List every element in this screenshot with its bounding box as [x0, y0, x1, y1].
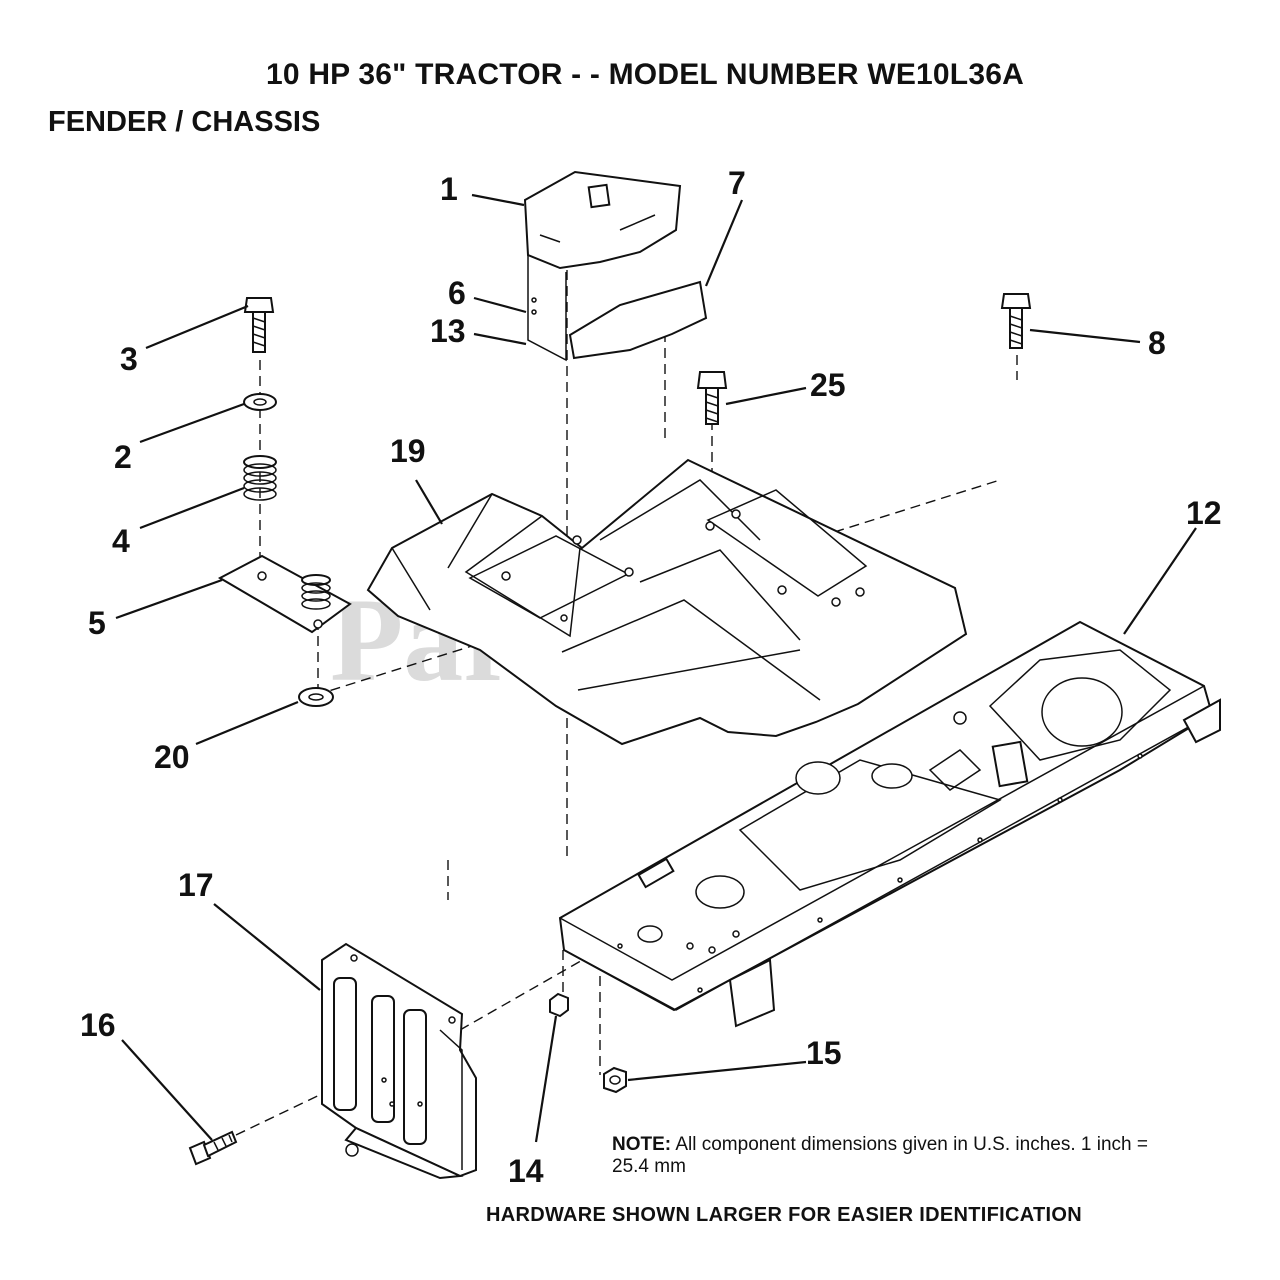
callout-14: 14 [508, 1153, 544, 1189]
nut-part-15 [603, 1066, 627, 1094]
callout-6: 6 [448, 275, 466, 311]
callout-25: 25 [810, 367, 846, 403]
bolt-part-3 [243, 297, 275, 353]
leader-lines [115, 193, 1197, 1143]
bolt-part-25 [696, 371, 728, 425]
hardware-footer: HARDWARE SHOWN LARGER FOR EASIER IDENTIF… [486, 1204, 1082, 1226]
washer-part-20 [298, 687, 334, 707]
callout-13: 13 [430, 313, 466, 349]
callout-2: 2 [114, 439, 132, 475]
callout-7: 7 [728, 165, 746, 201]
washer-part-2 [243, 393, 277, 411]
callout-15: 15 [806, 1035, 842, 1071]
diagram-title: 10 HP 36" TRACTOR - - MODEL NUMBER WE10L… [266, 58, 1024, 91]
callout-1: 1 [440, 171, 458, 207]
decal-part-7 [568, 280, 708, 360]
callout-12: 12 [1186, 495, 1222, 531]
hood-console-part-1 [523, 170, 682, 362]
bolt-part-16 [188, 1130, 238, 1166]
section-title: FENDER / CHASSIS [48, 106, 321, 138]
callout-numbers: 1 6 13 7 3 2 4 5 20 8 25 19 12 17 16 14 … [80, 165, 1222, 1189]
callout-19: 19 [390, 433, 426, 469]
bracket-plate-part-17 [321, 942, 477, 1180]
note-label: NOTE: [612, 1134, 672, 1155]
spring-part-4 [243, 455, 277, 501]
note-block: NOTE: All component dimensions given in … [612, 1134, 1172, 1178]
bolt-part-8 [1000, 293, 1032, 349]
nut-part-14 [549, 992, 569, 1018]
callout-5: 5 [88, 605, 106, 641]
note-text: All component dimensions given in U.S. i… [612, 1134, 1148, 1177]
callout-3: 3 [120, 341, 138, 377]
callout-8: 8 [1148, 325, 1166, 361]
bracket-plate-part-5 [217, 554, 352, 634]
callout-20: 20 [154, 739, 190, 775]
callout-4: 4 [112, 523, 130, 559]
chassis-frame-part-12 [558, 620, 1221, 1028]
callout-16: 16 [80, 1007, 116, 1043]
fender-part-19 [366, 458, 968, 746]
callout-17: 17 [178, 867, 214, 903]
